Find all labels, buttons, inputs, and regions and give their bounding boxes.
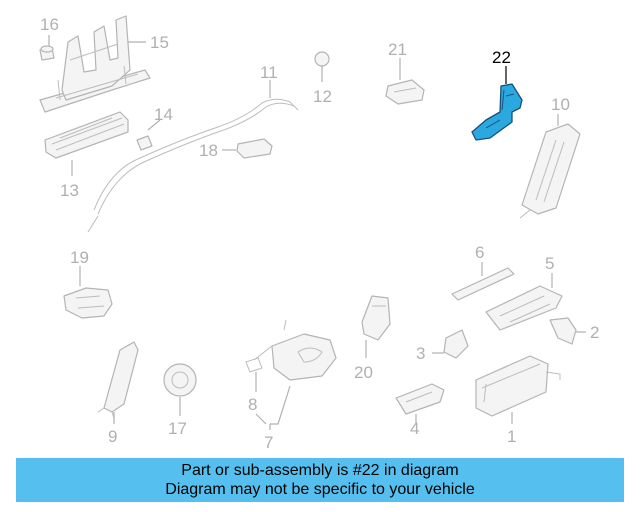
callout-11: 11 <box>260 63 278 82</box>
part-7-airbag-module <box>253 319 337 381</box>
info-banner: Part or sub-assembly is #22 in diagram D… <box>16 458 624 502</box>
callout-19: 19 <box>70 248 89 267</box>
part-17-clockspring <box>163 363 197 397</box>
part-1-airbag-module <box>475 355 561 417</box>
part-16-bolt <box>39 45 55 61</box>
part-10-airbag <box>519 123 581 219</box>
part-20-sensor <box>361 295 391 341</box>
callout-17: 17 <box>168 419 187 438</box>
callout-7: 7 <box>264 433 273 452</box>
callout-14: 14 <box>154 105 173 124</box>
part-22-bracket-highlighted <box>471 83 523 141</box>
part-21-sensor <box>385 79 425 105</box>
callout-20: 20 <box>354 363 373 382</box>
part-3-bracket <box>443 329 469 359</box>
banner-line-disclaimer: Diagram may not be specific to your vehi… <box>165 481 475 498</box>
callout-3: 3 <box>416 344 425 363</box>
callout-2: 2 <box>590 323 599 342</box>
callout-1: 1 <box>507 427 516 446</box>
callout-13: 13 <box>60 181 79 200</box>
callout-18: 18 <box>199 141 218 160</box>
part-18-sensor <box>236 138 273 159</box>
callout-9: 9 <box>108 427 117 446</box>
callout-12: 12 <box>313 87 332 106</box>
callout-15: 15 <box>150 33 169 52</box>
callout-22: 22 <box>492 48 511 67</box>
banner-line-part: Part or sub-assembly is #22 in diagram <box>181 462 459 479</box>
part-4-bracket <box>395 383 445 415</box>
callout-6: 6 <box>475 243 484 262</box>
callout-8: 8 <box>248 395 257 414</box>
part-13-module <box>44 111 129 159</box>
callout-16: 16 <box>40 15 59 34</box>
part-9-trim <box>97 341 139 419</box>
part-11-curtain-airbag <box>87 98 299 233</box>
callout-10: 10 <box>551 95 570 114</box>
part-15-bracket <box>39 15 151 113</box>
parts-diagram: 16 15 13 14 11 12 18 21 <box>39 15 599 452</box>
part-5-plate <box>485 285 563 331</box>
part-8-wiring <box>245 357 263 373</box>
part-2-bracket <box>549 317 577 345</box>
part-14-clip <box>136 135 153 151</box>
part-6-strip <box>451 267 515 301</box>
part-19-bracket <box>63 287 113 319</box>
callout-4: 4 <box>410 419 419 438</box>
callout-21: 21 <box>388 40 407 59</box>
callout-5: 5 <box>545 254 554 273</box>
